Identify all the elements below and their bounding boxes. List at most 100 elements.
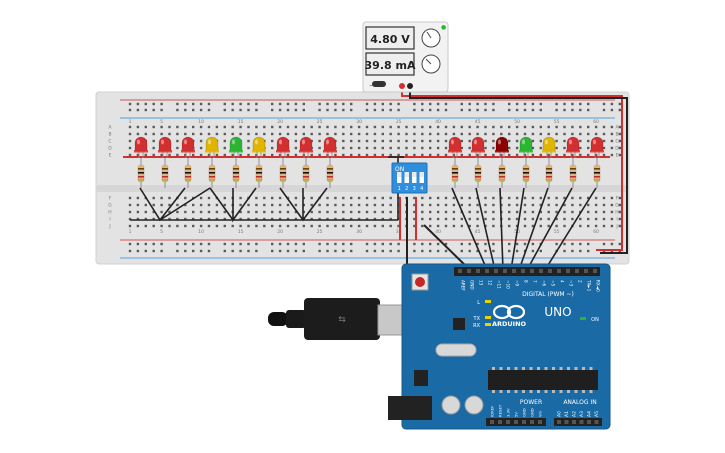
resistor-left-1[interactable] <box>137 158 145 188</box>
power-supply[interactable]: 4.80 V 39.8 mA ● − <box>362 21 449 93</box>
resistor-right-3[interactable] <box>498 158 506 188</box>
power-pin-label: GND <box>522 408 527 417</box>
dip-toggle-3[interactable]: 3 <box>412 172 417 192</box>
power-pin[interactable] <box>506 420 510 424</box>
analog-pin-label: A4 <box>587 411 593 417</box>
power-jack[interactable] <box>388 396 432 420</box>
supply-negative-terminal[interactable] <box>407 83 413 89</box>
led-left-1[interactable] <box>134 136 148 158</box>
digital-pin[interactable] <box>548 269 552 273</box>
digital-pin[interactable] <box>476 269 480 273</box>
digital-pin[interactable] <box>467 269 471 273</box>
digital-pin[interactable] <box>530 269 534 273</box>
analog-pin[interactable] <box>557 420 561 424</box>
digital-pin[interactable] <box>575 269 579 273</box>
wires[interactable] <box>123 88 628 271</box>
analog-pin[interactable] <box>579 420 584 424</box>
resistor-right-5[interactable] <box>545 158 553 188</box>
model-label: UNO <box>544 305 571 319</box>
resistor-left-8[interactable] <box>302 158 310 188</box>
led-left-8[interactable] <box>299 136 313 158</box>
dip-toggle-4[interactable]: 4 <box>419 172 425 192</box>
digital-pin-label: 2 <box>578 280 583 283</box>
led-right-4[interactable] <box>519 136 533 158</box>
column-number: 20 <box>277 229 283 235</box>
digital-pin[interactable] <box>557 269 561 273</box>
led-array[interactable] <box>134 136 604 188</box>
digital-pin[interactable] <box>521 269 525 273</box>
power-pin[interactable] <box>522 420 526 424</box>
analog-pin[interactable] <box>594 420 599 424</box>
power-pin-label: 3.3V <box>506 408 511 417</box>
column-number: 40 <box>435 119 441 125</box>
led-left-9[interactable] <box>323 136 337 158</box>
power-pin[interactable] <box>490 420 494 424</box>
supply-negative-wire[interactable] <box>409 88 628 254</box>
resistor-right-4[interactable] <box>522 158 530 188</box>
digital-pin[interactable] <box>458 269 462 273</box>
row-letter: G <box>615 203 619 209</box>
digital-pin-label: ~3 <box>569 280 574 287</box>
led-left-2[interactable] <box>158 136 172 158</box>
digital-pin[interactable] <box>503 269 507 273</box>
power-pin[interactable] <box>514 420 518 424</box>
power-pin[interactable] <box>498 420 502 424</box>
led-right-5[interactable] <box>542 136 556 158</box>
resistor-right-6[interactable] <box>569 158 577 188</box>
digital-pin[interactable] <box>566 269 570 273</box>
led-right-3[interactable] <box>495 136 509 158</box>
column-number: 60 <box>593 229 599 235</box>
led-right-6[interactable] <box>566 136 580 158</box>
capacitor-2 <box>464 395 484 415</box>
supply-positive-wire[interactable] <box>401 88 623 251</box>
led-left-7[interactable] <box>276 136 290 158</box>
led-right-2[interactable] <box>471 136 485 158</box>
digital-pin[interactable] <box>512 269 516 273</box>
dip-toggle-1[interactable]: 1 <box>397 172 402 192</box>
digital-pin[interactable] <box>584 269 588 273</box>
led-right-7[interactable] <box>590 136 604 158</box>
on-label: ON <box>591 317 599 323</box>
digital-pin-label: ~11 <box>497 280 502 289</box>
resistor-left-2[interactable] <box>161 158 169 188</box>
resistor-left-9[interactable] <box>326 158 334 188</box>
supply-positive-terminal[interactable] <box>399 83 405 89</box>
resistor-right-1[interactable] <box>451 158 459 188</box>
led-left-5[interactable] <box>229 136 243 158</box>
resistor-right-7[interactable] <box>593 158 601 188</box>
led-left-6[interactable] <box>252 136 266 158</box>
resistor-left-6[interactable] <box>255 158 263 188</box>
analog-pin[interactable] <box>572 420 576 424</box>
reset-button[interactable] <box>415 277 425 287</box>
power-switch[interactable] <box>372 81 386 87</box>
digital-pin[interactable] <box>494 269 498 273</box>
led-left-4[interactable] <box>205 136 219 158</box>
power-pin[interactable] <box>530 420 534 424</box>
row-letter: D <box>615 146 619 152</box>
led-right-1[interactable] <box>448 136 462 158</box>
power-pin[interactable] <box>538 420 542 424</box>
dip-toggle-2[interactable]: 2 <box>404 172 410 192</box>
analog-label: ANALOG IN <box>563 399 596 406</box>
on-led <box>580 317 586 320</box>
digital-pin[interactable] <box>485 269 489 273</box>
digital-pin[interactable] <box>593 269 597 273</box>
led-left-3[interactable] <box>181 136 195 158</box>
breadboard[interactable]: 1155101015152020252530303535404045455050… <box>95 91 630 265</box>
digital-pin[interactable] <box>539 269 543 273</box>
power-pin-label: IOREF <box>490 406 495 417</box>
resistor-left-3[interactable] <box>184 158 192 188</box>
analog-pin[interactable] <box>564 420 569 424</box>
analog-pin[interactable] <box>587 420 591 424</box>
digital-pin-label: 8 <box>524 280 529 283</box>
resistor-right-2[interactable] <box>474 158 482 188</box>
resistor-left-5[interactable] <box>232 158 240 188</box>
resistor-left-7[interactable] <box>279 158 287 188</box>
column-number: 40 <box>435 229 441 235</box>
column-number: 5 <box>160 119 163 125</box>
resistor-left-4[interactable] <box>208 158 216 188</box>
